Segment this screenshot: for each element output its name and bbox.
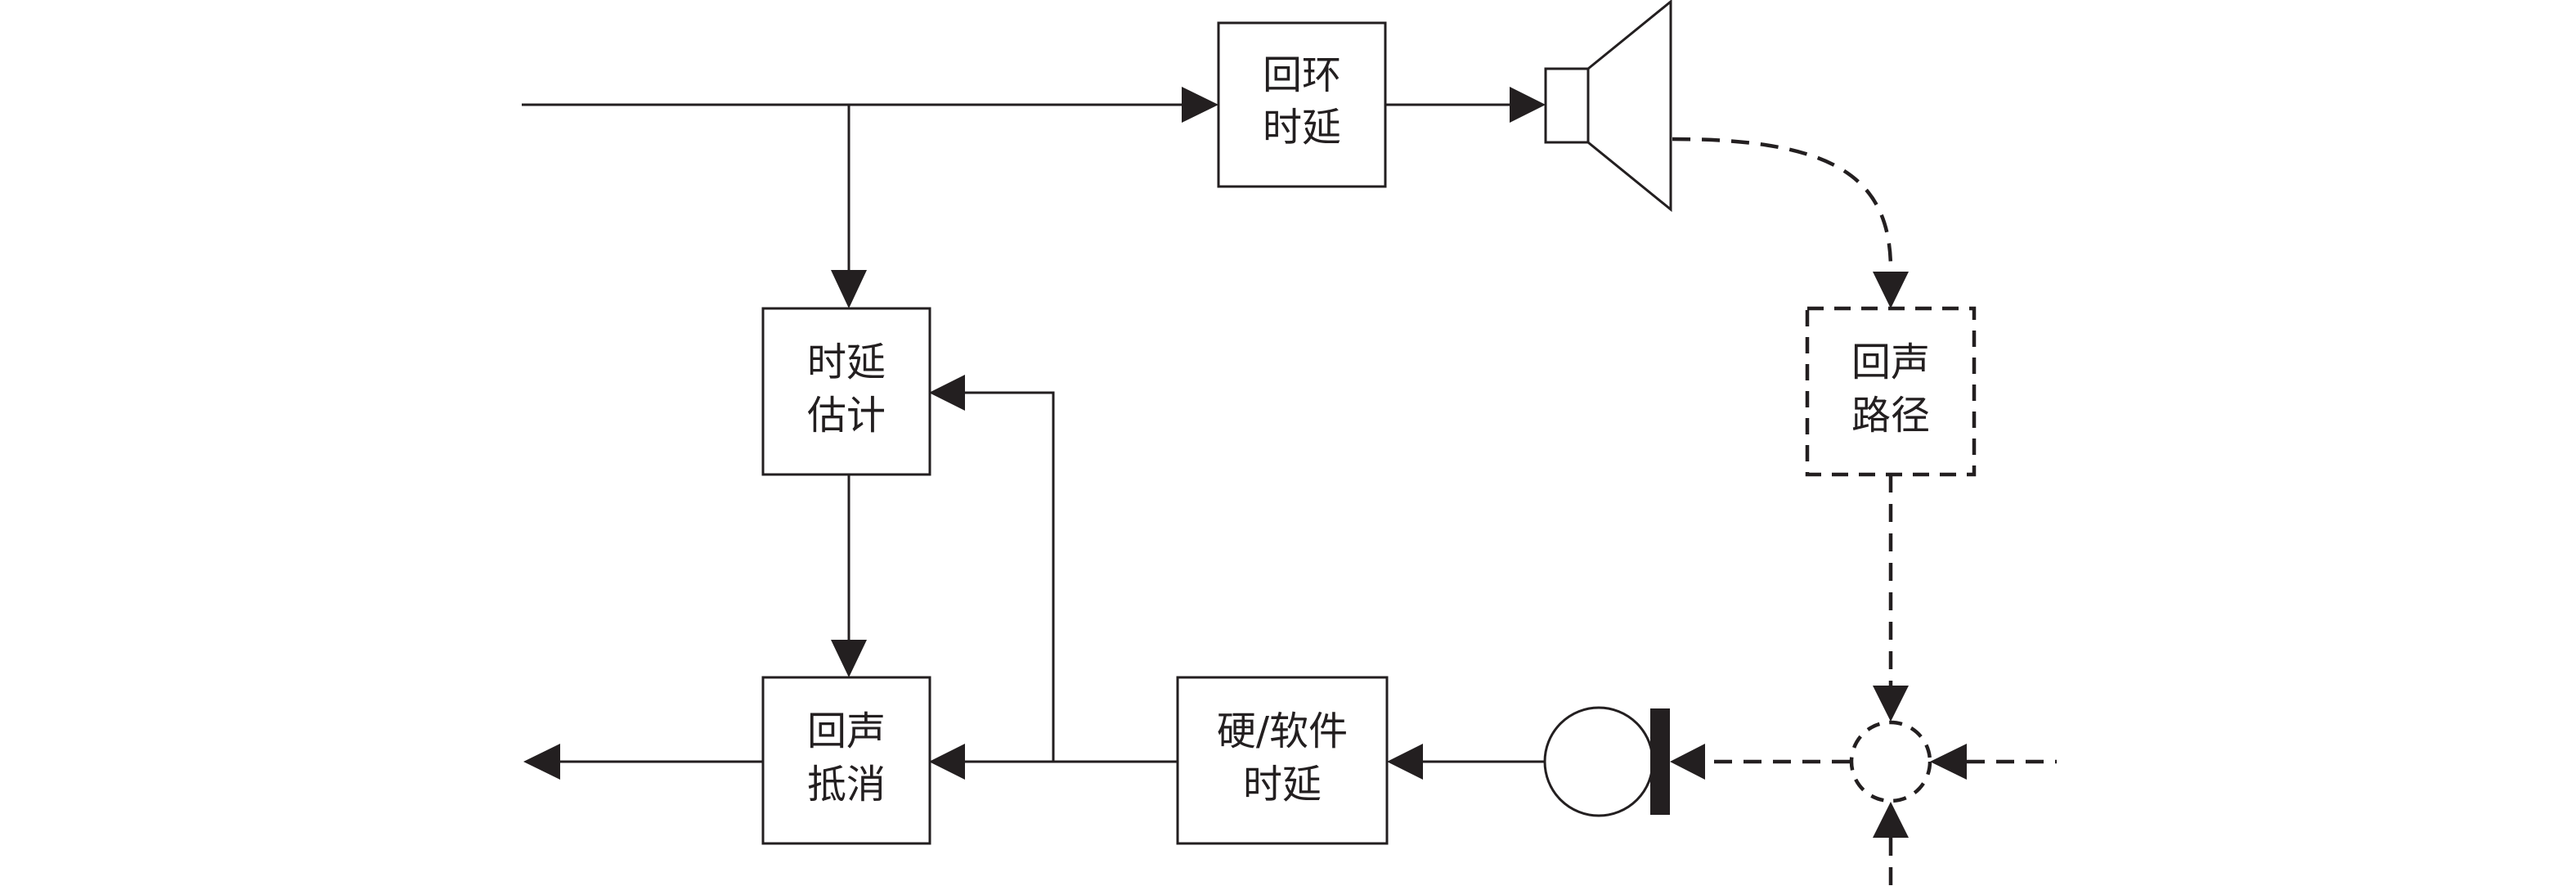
acoustic-path-curve xyxy=(1672,137,1893,267)
arrow-into-delay-estimation xyxy=(831,270,867,308)
output-arrow xyxy=(523,744,560,780)
loop-delay-label-line2: 时延 xyxy=(1263,105,1341,151)
arrow-into-junction-top xyxy=(1873,686,1909,722)
echo-path-label-line1: 回声 xyxy=(1851,340,1930,385)
echo-cancellation-label-line1: 回声 xyxy=(807,708,886,754)
arrow-into-microphone xyxy=(1670,744,1705,780)
delay-estimation-block: 时延 估计 xyxy=(761,307,931,476)
arrow-into-delay-estimation-side xyxy=(929,375,965,411)
microphone-icon xyxy=(1543,706,1670,817)
echo-path-label-line2: 路径 xyxy=(1851,393,1930,439)
loop-delay-label-line1: 回环 xyxy=(1263,52,1341,98)
hw-sw-delay-block: 硬/软件 时延 xyxy=(1176,676,1389,845)
arrow-into-loop-delay xyxy=(1182,87,1218,123)
delay-estimation-label-line2: 估计 xyxy=(807,393,886,439)
arrow-into-echo-cancellation xyxy=(831,640,867,677)
echo-cancellation-label-line2: 抵消 xyxy=(807,762,886,807)
arrow-into-echo-path xyxy=(1873,272,1909,308)
loop-delay-block: 回环 时延 xyxy=(1217,21,1387,188)
hw-sw-delay-label-line1: 硬/软件 xyxy=(1217,708,1348,754)
arrow-into-speaker xyxy=(1510,87,1546,123)
arrow-into-junction-bottom xyxy=(1873,802,1909,838)
echo-cancellation-block: 回声 抵消 xyxy=(761,676,931,845)
arrow-into-hw-sw-delay xyxy=(1387,744,1423,780)
arrow-into-junction-right xyxy=(1930,744,1967,780)
echo-path-block: 回声 路径 xyxy=(1805,306,1977,477)
summing-junction-icon xyxy=(1849,720,1932,803)
arrow-into-echo-cancellation-side xyxy=(929,744,965,780)
speaker-icon xyxy=(1544,0,1672,213)
delay-estimation-label-line1: 时延 xyxy=(807,340,886,385)
feedback-to-estimation-line xyxy=(965,391,1055,762)
hw-sw-delay-label-line2: 时延 xyxy=(1243,762,1322,807)
